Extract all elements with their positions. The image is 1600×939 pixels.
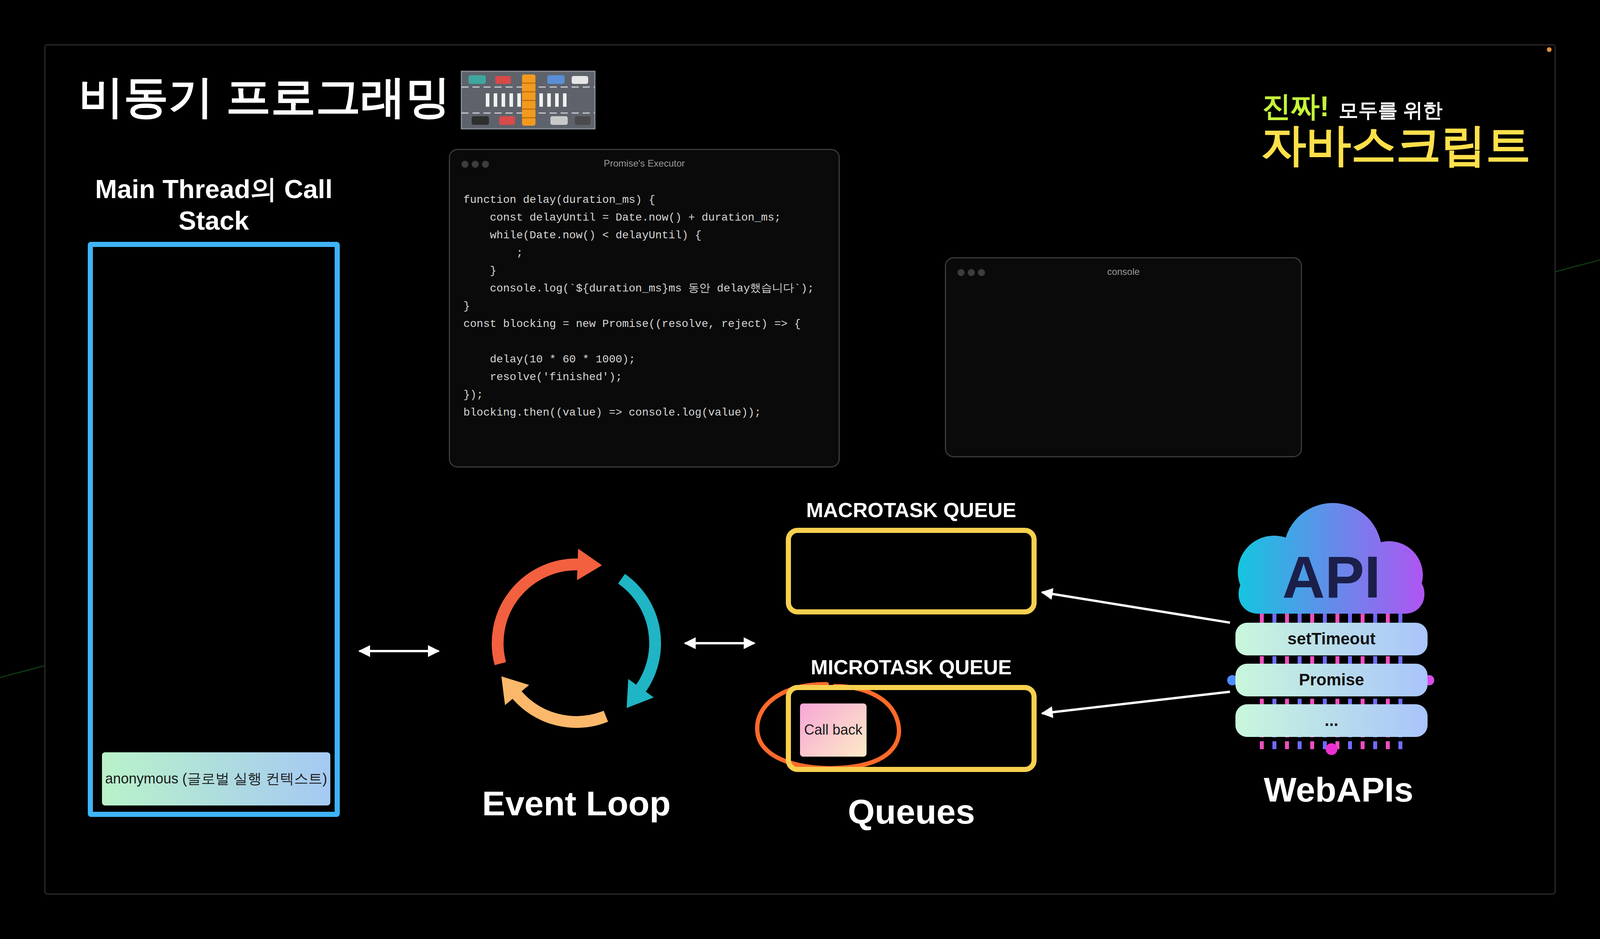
logo-text: 진짜! [1262, 88, 1330, 124]
code-line: }); [463, 385, 815, 404]
edge-line [0, 665, 45, 678]
code-line: console.log(`${duration_ms}ms 동안 delay했습… [463, 279, 815, 298]
api-label: Promise [1298, 670, 1365, 689]
connector-arrow [1042, 592, 1230, 623]
queue-heading: MICROTASK QUEUE [785, 654, 1037, 680]
queue-border [785, 527, 1037, 615]
connector-arrow [359, 649, 439, 652]
slide-frame [44, 44, 1556, 894]
execution-context-box: anonymous (글로벌 실행 컨텍스트) [101, 751, 331, 806]
code-line: ; [463, 244, 815, 262]
code-line: while(Date.now() < delayUntil) { [463, 226, 815, 245]
cloud-label: API [1220, 547, 1443, 607]
window-controls [460, 157, 508, 174]
logo-text: 모두를 위한 [1338, 98, 1443, 123]
highlight-circle [757, 683, 899, 768]
callback-label: Call back [803, 721, 863, 738]
api-pill: setTimeout [1235, 622, 1428, 656]
call-stack: Main Thread의 Call Stack anonymous (글로벌 실행… [87, 173, 340, 817]
code-line: resolve('finished'); [463, 368, 815, 386]
section-label: WebAPIs [1220, 768, 1457, 811]
event-loop-arrows [458, 540, 695, 762]
code-block: function delay(duration_ms) { const dela… [463, 190, 815, 422]
queue-box: MACROTASK QUEUE [785, 496, 1037, 615]
code-window: Promise's Executor function delay(duratio… [448, 148, 840, 468]
api-label: setTimeout [1287, 629, 1376, 648]
corner-dot [1546, 47, 1552, 52]
code-line: blocking.then((value) => console.log(val… [463, 403, 815, 422]
section-label: Event Loop [458, 782, 695, 825]
code-line: const delayUntil = Date.now() + duration… [463, 208, 815, 227]
code-line: } [463, 297, 815, 315]
console-window: console [944, 257, 1302, 458]
window-controls [956, 266, 1004, 282]
slide-title: 비동기 프로그래밍 [78, 70, 451, 125]
code-line: delay(10 * 60 * 1000); [463, 350, 815, 369]
traffic-illustration [461, 71, 595, 129]
connector-arrow [1042, 691, 1230, 713]
event-loop: Event Loop [458, 540, 695, 840]
stack-border [87, 241, 340, 817]
context-label: anonymous (글로벌 실행 컨텍스트) [105, 770, 328, 787]
code-line: const blocking = new Promise((resolve, r… [463, 314, 815, 333]
code-line: } [463, 261, 815, 280]
stack-heading: Main Thread의 Call Stack [87, 173, 340, 237]
loop-queue-arrow [685, 641, 755, 645]
api-pill: ... [1235, 703, 1428, 737]
edge-line [1555, 259, 1600, 272]
logo-text: 자바스크립트 [1261, 118, 1531, 173]
api-pill: Promise [1235, 663, 1428, 697]
api-label: ... [1324, 711, 1339, 730]
queue-box: MICROTASK QUEUE Call back [785, 653, 1037, 772]
section-label: Queues [793, 790, 1030, 833]
code-line: function delay(duration_ms) { [463, 190, 815, 209]
callback-box: Call back [800, 703, 867, 757]
web-api-cloud: APIWebAPIssetTimeoutPromise... [1220, 496, 1441, 820]
queue-heading: MACROTASK QUEUE [785, 497, 1037, 523]
window-title: console [946, 266, 1301, 278]
window-title: Promise's Executor [450, 157, 839, 169]
